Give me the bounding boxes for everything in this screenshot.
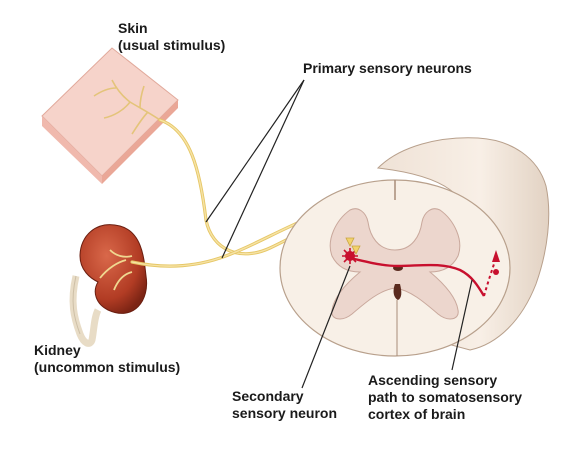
- secondary-neuron-label: Secondary sensory neuron: [232, 388, 337, 422]
- ascending-label-line2: path to somatosensory: [368, 389, 523, 405]
- primary-neurons-text: Primary sensory neurons: [303, 60, 472, 76]
- kidney-label-line2: (uncommon stimulus): [34, 359, 181, 375]
- primary-neurons-label: Primary sensory neurons: [303, 60, 472, 77]
- skin-label-line2: (usual stimulus): [118, 37, 226, 53]
- skin-patch: [41, 47, 179, 184]
- ascending-path-label: Ascending sensory path to somatosensory …: [368, 372, 522, 423]
- kidney: [69, 224, 148, 347]
- kidney-label-line1: Kidney: [34, 342, 81, 358]
- kidney-label: Kidney (uncommon stimulus): [34, 342, 180, 376]
- ascending-label-line1: Ascending sensory: [368, 372, 498, 388]
- secondary-label-line1: Secondary: [232, 388, 304, 404]
- secondary-label-line2: sensory neuron: [232, 405, 338, 421]
- secondary-neuron-cell-body: [342, 248, 358, 264]
- ascending-label-line3: cortex of brain: [368, 406, 466, 422]
- secondary-neuron: [342, 237, 500, 297]
- synaptic-terminals: [345, 237, 361, 255]
- leader-lines: [205, 79, 473, 389]
- skin-label-line1: Skin: [118, 20, 148, 36]
- skin-label: Skin (usual stimulus): [118, 20, 225, 54]
- spinal-cord: [279, 137, 550, 357]
